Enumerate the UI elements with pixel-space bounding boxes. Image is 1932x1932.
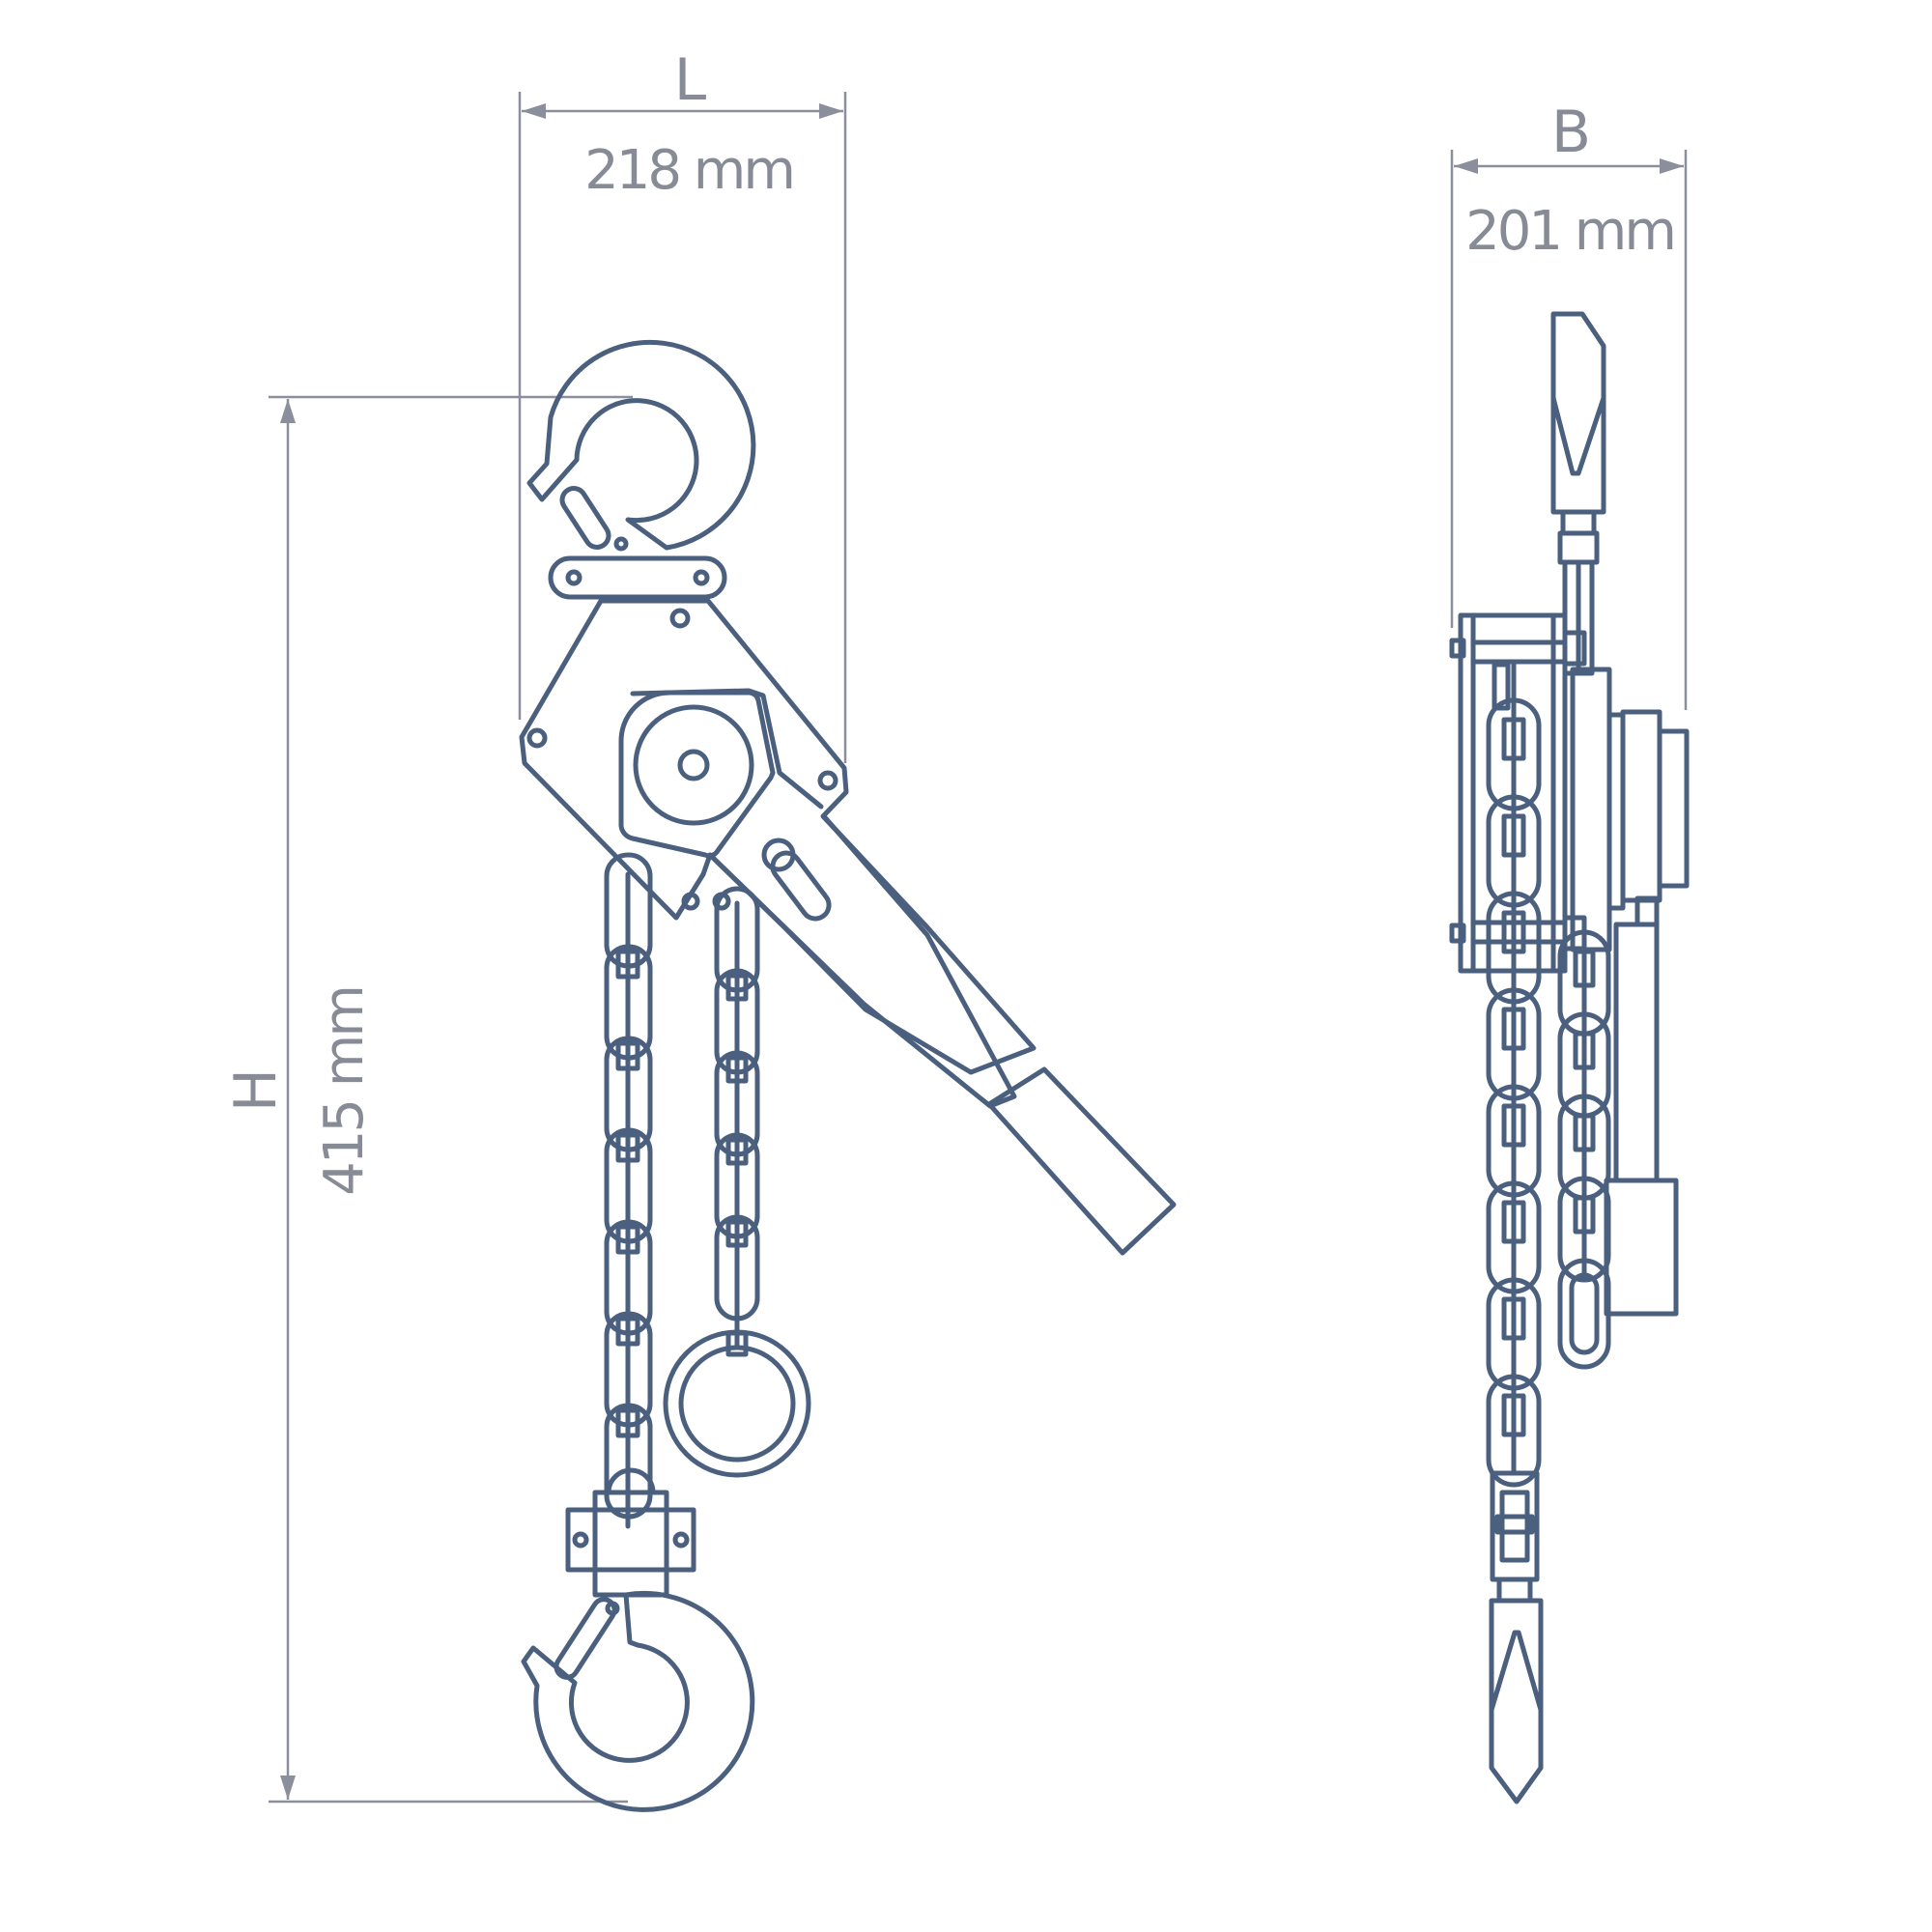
hoist-handle — [707, 813, 1177, 1256]
dimension-length: L 218 mm — [518, 46, 847, 763]
gear-housing — [618, 690, 776, 859]
side-hand-chain — [1557, 929, 1611, 1370]
side-bottom-hook — [1489, 1470, 1544, 1804]
bottom-block — [565, 1467, 696, 1598]
dimension-width: B 201 mm — [1450, 99, 1688, 710]
load-chain — [604, 852, 653, 1529]
dimension-height: H 415 mm — [222, 395, 633, 1804]
hoist-body — [519, 598, 1037, 1075]
side-load-chain — [1486, 659, 1542, 1488]
top-link-plate — [548, 555, 727, 600]
length-value: 218 mm — [584, 139, 793, 202]
length-letter: L — [674, 46, 707, 114]
side-view — [1449, 311, 1690, 1804]
selector-lever — [761, 838, 832, 922]
side-top-hook — [1550, 311, 1606, 676]
height-letter: H — [222, 1071, 290, 1112]
width-value: 201 mm — [1465, 200, 1674, 263]
side-housing — [1449, 612, 1690, 1317]
width-letter: B — [1551, 99, 1588, 166]
height-value: 415 mm — [313, 987, 376, 1196]
top-hook — [526, 339, 756, 552]
pull-ring — [663, 1329, 811, 1478]
hand-chain — [714, 886, 760, 1357]
bottom-hook — [521, 1590, 755, 1812]
front-view — [519, 339, 1177, 1812]
